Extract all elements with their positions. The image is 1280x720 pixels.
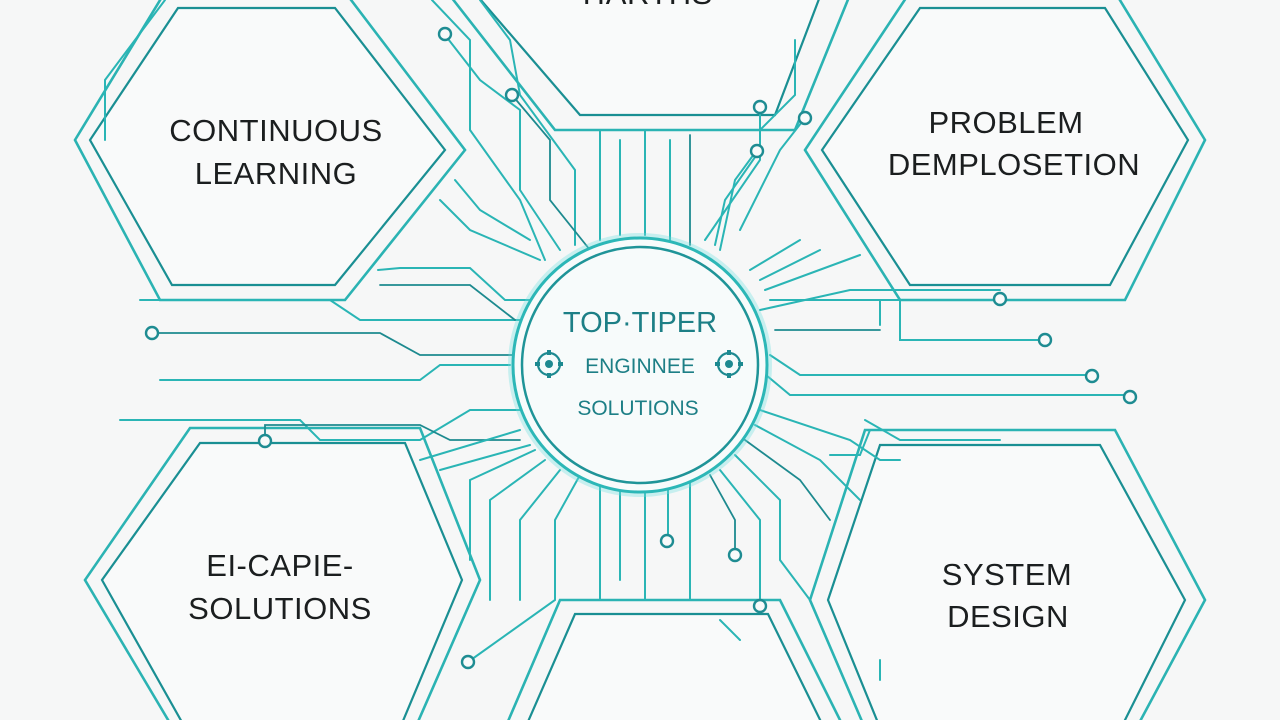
top-right-label-line1: PROBLEM	[928, 105, 1083, 140]
gear-icon	[535, 350, 563, 378]
circuit-traces	[104, 0, 1131, 681]
hub-title: TOP·TIPER	[563, 307, 717, 339]
hexagon-scalable-solutions	[83, 426, 482, 720]
bottom-right-label-line1: SYSTEM	[942, 557, 1072, 592]
hexagon-bottom-center	[507, 598, 842, 720]
hexagon-problem-decomposition	[803, 0, 1207, 302]
top-right-label-line2: DEMPLOSETION	[888, 147, 1140, 182]
gear-icon	[715, 350, 743, 378]
hub-subtitle-line1: ENGINNEE	[585, 355, 695, 378]
circuit-nodes	[144, 26, 1138, 670]
hub-subtitle-line2: SOLUTIONS	[577, 397, 698, 420]
top-left-label-line2: LEARNING	[195, 156, 357, 191]
top-center-label: TIARTHS	[577, 0, 713, 11]
bottom-left-label-line1: EI-CAPIE-	[206, 548, 353, 583]
top-left-label-line1: CONTINUOUS	[169, 113, 382, 148]
central-hub	[508, 233, 772, 497]
hexagon-continuous-learning	[73, 0, 467, 302]
bottom-right-label-line2: DESIGN	[947, 599, 1069, 634]
bottom-left-label-line2: SOLUTIONS	[188, 591, 372, 626]
